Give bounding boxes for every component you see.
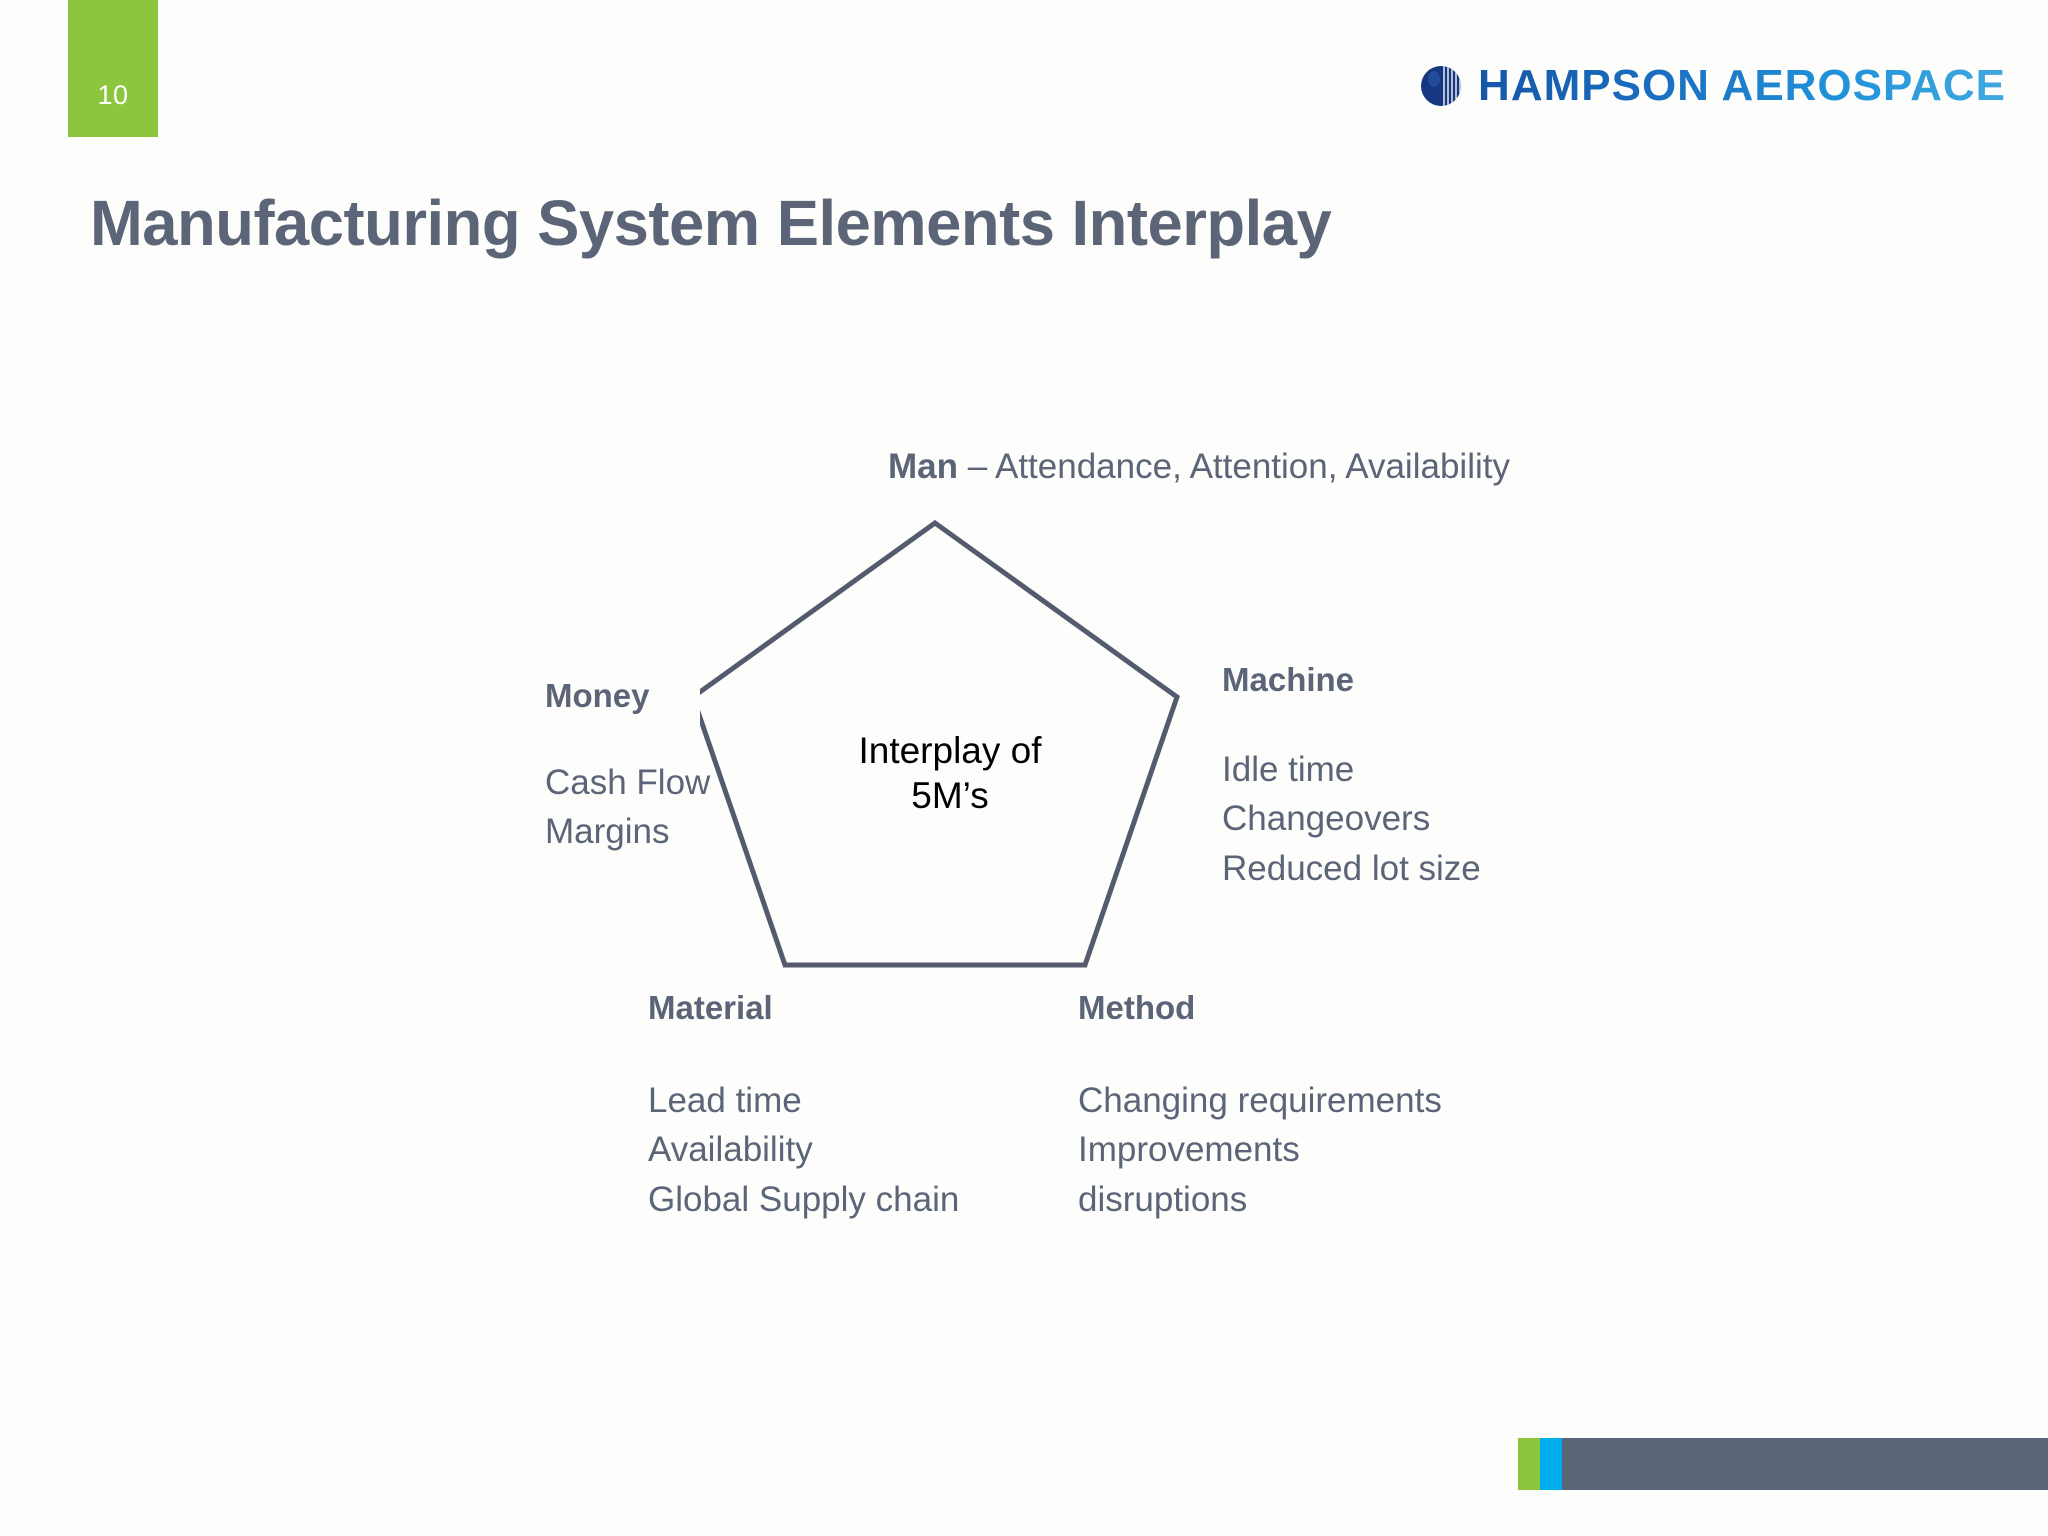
list-item: Margins: [545, 812, 670, 852]
element-man-detail: Attendance, Attention, Availability: [994, 447, 1510, 486]
list-item: Idle time: [1222, 749, 1355, 789]
element-machine-heading: Machine: [1222, 661, 1355, 698]
globe-sphere-icon: [1414, 58, 1470, 114]
element-material-heading: Material: [648, 989, 773, 1026]
element-material-items: Lead time Availability Global Supply cha…: [648, 1076, 959, 1225]
footer-accent-bar: [1518, 1438, 2048, 1490]
list-item: Changeovers: [1222, 799, 1431, 839]
element-man: Man – Attendance, Attention, Availabilit…: [888, 447, 1510, 487]
list-item: Global Supply chain: [648, 1179, 960, 1219]
element-material: Material Lead time Availability Global S…: [648, 988, 959, 1225]
element-money: Money Cash Flow Margins: [545, 676, 710, 857]
element-machine-items: Idle time Changeovers Reduced lot size: [1222, 745, 1481, 894]
list-item: Improvements: [1078, 1130, 1300, 1170]
list-item: Changing requirements: [1078, 1080, 1442, 1120]
element-method: Method Changing requirements Improvement…: [1078, 988, 1442, 1225]
element-man-separator: –: [958, 447, 995, 486]
list-item: Lead time: [648, 1080, 802, 1120]
list-item: disruptions: [1078, 1179, 1248, 1219]
page-number-chip: 10: [68, 0, 158, 137]
page-number: 10: [97, 80, 129, 110]
center-label-line-1: Interplay of: [858, 730, 1042, 771]
footer-accent-green: [1518, 1438, 1540, 1490]
brand-name: HAMPSON AEROSPACE: [1478, 61, 2006, 110]
pentagon-center-label: Interplay of 5M’s: [790, 728, 1110, 818]
element-machine: Machine Idle time Changeovers Reduced lo…: [1222, 660, 1481, 894]
center-label-line-2: 5M’s: [911, 775, 989, 817]
list-item: Availability: [648, 1130, 813, 1170]
element-man-heading: Man: [888, 447, 958, 486]
footer-accent-cyan: [1540, 1438, 1562, 1490]
brand-logo: HAMPSON AEROSPACE: [1414, 58, 2006, 114]
page-title: Manufacturing System Elements Interplay: [90, 187, 1332, 259]
element-method-items: Changing requirements Improvements disru…: [1078, 1076, 1442, 1225]
element-money-items: Cash Flow Margins: [545, 758, 710, 857]
footer-accent-slate: [1562, 1438, 2048, 1490]
element-method-heading: Method: [1078, 989, 1196, 1026]
list-item: Cash Flow: [545, 762, 711, 802]
element-money-heading: Money: [545, 677, 650, 714]
list-item: Reduced lot size: [1222, 848, 1481, 888]
pentagon-shape: [700, 519, 1180, 968]
